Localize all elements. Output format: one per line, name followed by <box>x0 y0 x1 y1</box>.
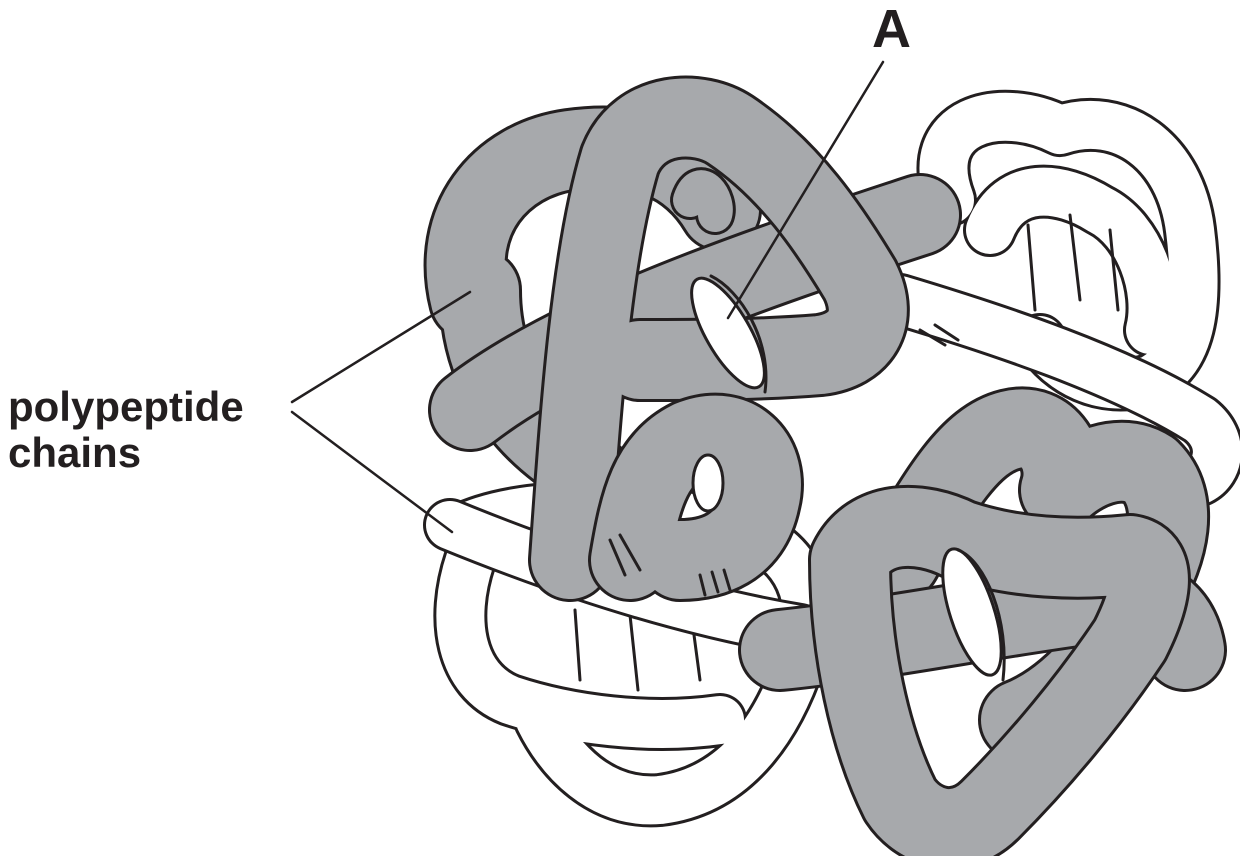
polypeptide-chains-label: polypeptide chains <box>8 384 244 476</box>
polypeptide-label-line2: chains <box>8 430 244 476</box>
heme-group-label: A <box>872 0 911 58</box>
polypeptide-label-line1: polypeptide <box>8 384 244 430</box>
